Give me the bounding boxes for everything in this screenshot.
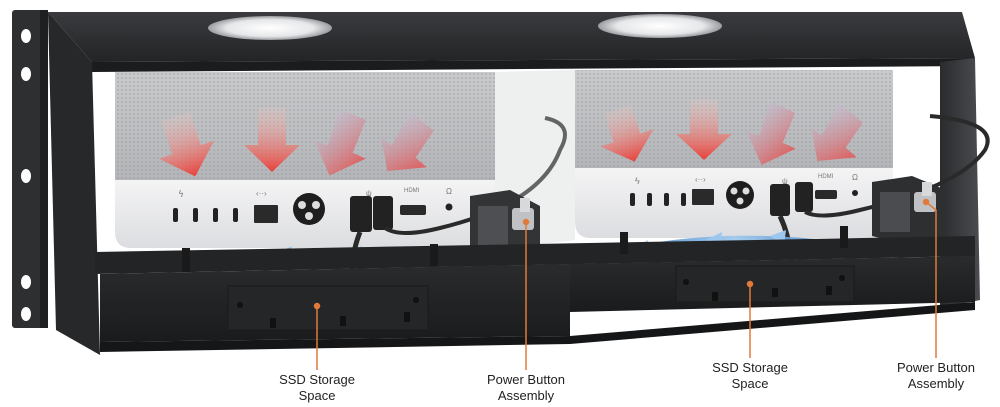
thunderbolt-port <box>193 208 198 222</box>
port-row-right: ϟ ‹··› ψ HDMI Ω <box>630 173 858 209</box>
usb-icon: ψ <box>366 189 372 198</box>
rack-side-wall-left <box>48 12 100 355</box>
ethernet-port <box>254 205 278 223</box>
label-ssd-storage-left: SSD Storage Space <box>279 372 355 403</box>
cooling-hole-left <box>208 16 332 40</box>
rack-front-lip <box>95 236 975 274</box>
hot-air-arrows-right <box>600 100 863 165</box>
mount-hole <box>21 307 31 321</box>
hdmi-plug <box>373 196 393 230</box>
thunderbolt-icon: ϟ <box>178 190 184 200</box>
thunderbolt-icon: ϟ <box>635 176 640 186</box>
headphone-icon: Ω <box>852 173 858 182</box>
power-button-assembly-left <box>470 190 540 262</box>
thunderbolt-port <box>213 208 218 222</box>
thunderbolt-port <box>173 208 178 222</box>
mount-hole <box>21 275 31 289</box>
hdmi-port <box>400 205 426 215</box>
ethernet-icon: ‹··› <box>256 189 267 198</box>
cooling-hole-right <box>598 14 722 38</box>
rack-top-shelf <box>48 12 975 72</box>
headphone-icon: Ω <box>446 187 452 196</box>
mount-hole <box>21 169 31 183</box>
usb-icon: ψ <box>782 177 788 186</box>
ssd-storage-tray-right <box>570 256 975 312</box>
mount-hole <box>21 67 31 81</box>
label-ssd-storage-right: SSD Storage Space <box>712 360 788 391</box>
thunderbolt-port <box>233 208 238 222</box>
usb-plug <box>350 196 372 232</box>
ethernet-icon: ‹··› <box>695 175 706 184</box>
cable <box>804 114 990 218</box>
ssd-storage-tray-left <box>100 264 570 342</box>
hdmi-label: HDMI <box>404 188 420 194</box>
label-power-button-left: Power Button Assembly <box>486 372 566 403</box>
label-power-button-right: Power Button Assembly <box>896 360 976 391</box>
rack-ear-left <box>12 10 48 328</box>
headphone-jack <box>445 203 453 211</box>
mount-hole <box>21 29 31 43</box>
hdmi-label: HDMI <box>818 174 834 180</box>
callout-line-power-right <box>925 201 937 358</box>
power-socket-icon <box>726 181 754 209</box>
power-socket-icon <box>293 193 325 225</box>
rack-bottom-edge <box>100 302 975 352</box>
port-row-left: ϟ ‹··› ψ HDMI Ω <box>173 187 453 225</box>
callout-lines <box>313 198 937 370</box>
hot-air-arrows-left <box>158 108 434 177</box>
